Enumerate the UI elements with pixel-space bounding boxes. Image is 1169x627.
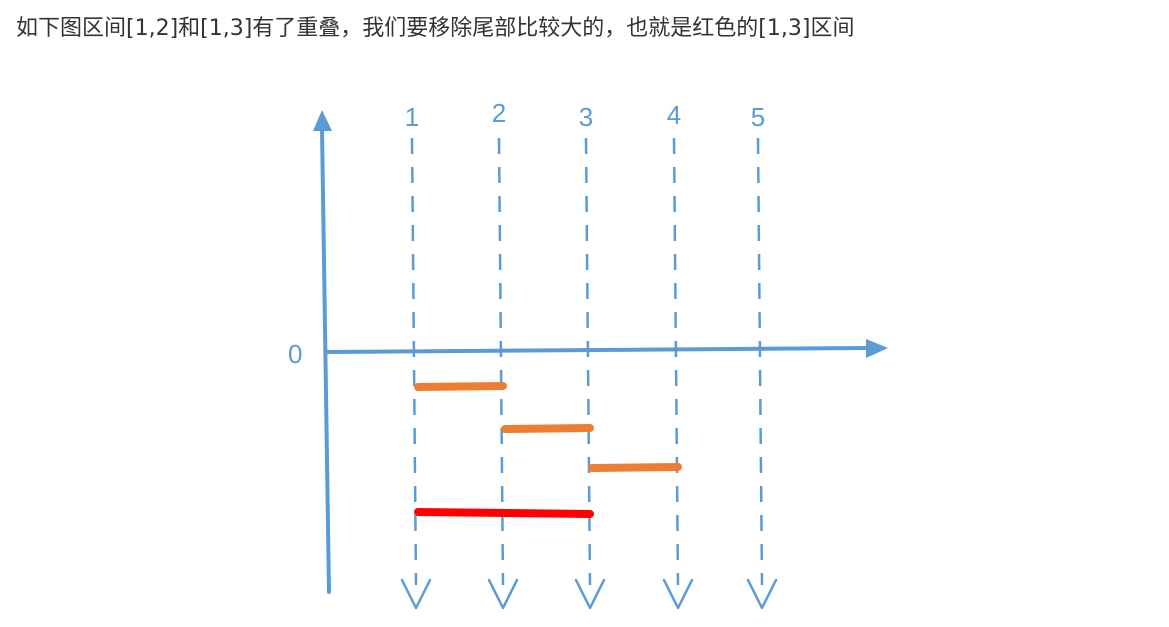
grid-lines: 1 2 3 4 5 xyxy=(400,98,778,610)
origin-label: 0 xyxy=(288,339,302,369)
grid-line-1 xyxy=(410,137,418,586)
grid-arrow-2 xyxy=(487,578,519,610)
grid-line-5 xyxy=(756,137,764,586)
interval-1-2 xyxy=(414,382,507,391)
interval-2-3 xyxy=(501,424,594,433)
caption-text: 如下图区间[1,2]和[1,3]有了重叠，我们要移除尾部比较大的，也就是红色的[… xyxy=(16,16,855,41)
grid-arrow-4 xyxy=(662,578,694,610)
grid-label-5: 5 xyxy=(751,102,765,132)
interval-segments xyxy=(414,382,682,518)
grid-label-2: 2 xyxy=(492,98,506,128)
grid-label-1: 1 xyxy=(405,102,419,132)
x-axis xyxy=(324,346,870,354)
grid-line-2 xyxy=(497,137,505,586)
interval-1-3 xyxy=(414,508,594,518)
grid-label-3: 3 xyxy=(579,102,593,132)
y-axis-arrowhead xyxy=(313,110,332,131)
grid-line-4 xyxy=(672,137,680,586)
grid-label-4: 4 xyxy=(667,100,681,130)
grid-arrow-1 xyxy=(400,578,432,610)
x-axis-arrowhead xyxy=(866,339,888,358)
interval-3-4 xyxy=(588,463,682,472)
grid-arrow-5 xyxy=(746,578,778,610)
y-axis xyxy=(320,126,331,594)
grid-arrow-3 xyxy=(574,578,606,610)
